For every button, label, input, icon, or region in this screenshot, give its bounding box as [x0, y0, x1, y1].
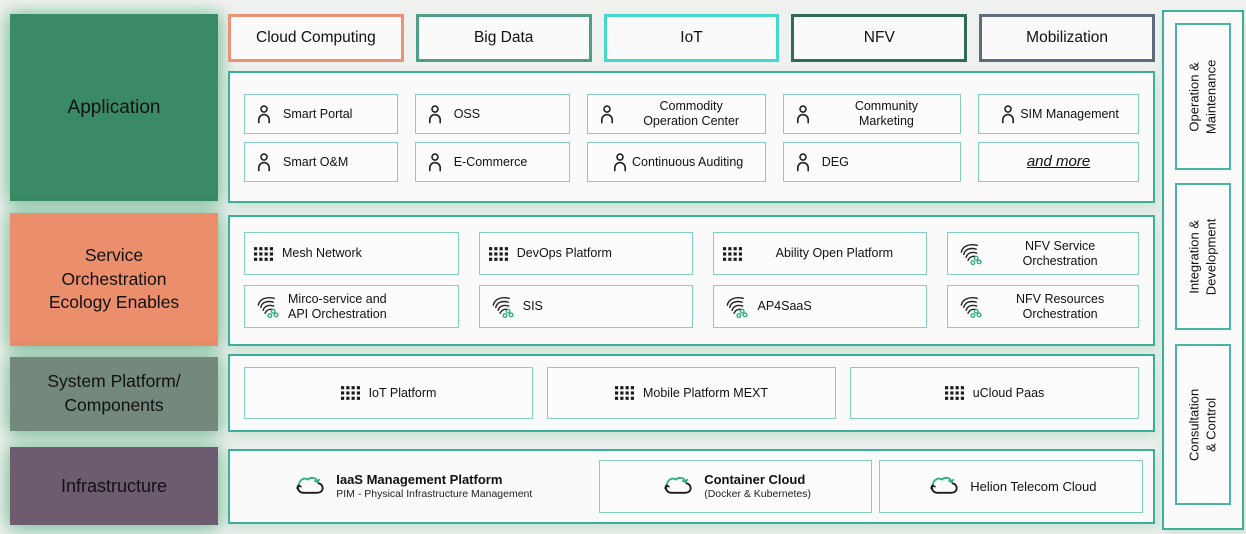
item-text: Container Cloud (Docker & Kubernetes) — [704, 472, 811, 501]
infra-item-helion-telecom-cloud: Helion Telecom Cloud — [878, 460, 1143, 513]
tab-nfv: NFV — [791, 14, 968, 62]
item-label: Smart Portal — [283, 106, 353, 121]
rail-label: Operation & Maintenance — [1186, 59, 1219, 134]
grid-icon — [254, 247, 273, 261]
app-item-deg: DEG — [782, 142, 962, 182]
svc-item-nfv-service-orchestration: NFV Service Orchestration — [947, 232, 1139, 275]
app-item-commodity-operation-center: Commodity Operation Center — [587, 94, 766, 134]
person-icon — [998, 104, 1018, 124]
svc-item-ability-open-platform: Ability Open Platform — [713, 232, 928, 275]
tab-iot: IoT — [603, 14, 780, 62]
item-title: Container Cloud — [704, 472, 806, 488]
app-item-sim-management: SIM Management — [978, 94, 1139, 134]
sys-item-iot-platform: IoT Platform — [244, 367, 533, 419]
item-text: IaaS Management Platform PIM - Physical … — [336, 472, 532, 501]
person-icon — [254, 152, 274, 172]
item-subtitle: (Docker & Kubernetes) — [704, 488, 811, 501]
item-label: E-Commerce — [453, 154, 528, 169]
app-item-e-commerce: E-Commerce — [414, 142, 571, 182]
tab-cloud-computing: Cloud Computing — [228, 14, 404, 62]
item-label: uCloud Paas — [972, 385, 1045, 400]
sys-item-ucloud-paas: uCloud Paas — [850, 367, 1139, 419]
item-label: Commodity Operation Center — [643, 99, 740, 128]
svc-item-nfv-resources-orchestration: NFV Resources Orchestration — [947, 285, 1139, 328]
grid-icon — [341, 386, 360, 400]
item-label: Smart O&M — [283, 154, 349, 169]
rail-item-operation-maintenance: Operation & Maintenance — [1175, 23, 1231, 170]
person-icon — [597, 104, 617, 124]
person-icon — [254, 104, 274, 124]
app-item-smart-portal: Smart Portal — [244, 94, 398, 134]
microservice-swirl-icon — [723, 295, 748, 318]
rail-item-integration-development: Integration & Development — [1175, 183, 1231, 330]
infra-item-container-cloud: Container Cloud (Docker & Kubernetes) — [598, 460, 872, 513]
item-label: DEG — [821, 154, 849, 169]
item-label: IoT Platform — [368, 385, 437, 400]
app-item-oss: OSS — [414, 94, 571, 134]
sys-item-mobile-platform-mext: Mobile Platform MEXT — [547, 367, 836, 419]
item-subtitle: PIM - Physical Infrastructure Management — [336, 488, 533, 501]
cloud-sync-icon — [291, 474, 327, 500]
app-item-smart-om: Smart O&M — [244, 142, 398, 182]
microservice-swirl-icon — [957, 242, 982, 265]
cloud-sync-icon — [659, 474, 695, 500]
rail-label: Integration & Development — [1186, 218, 1219, 295]
item-label: SIM Management — [1020, 106, 1119, 121]
item-label: NFV Service Orchestration — [1022, 238, 1098, 268]
microservice-swirl-icon — [254, 295, 279, 318]
item-title: IaaS Management Platform — [336, 472, 503, 488]
microservice-swirl-icon — [957, 295, 982, 318]
item-label: Mesh Network — [282, 246, 362, 261]
item-label: OSS — [453, 106, 481, 121]
svc-item-microservice-api-orchestration: Mirco-service and API Orchestration — [244, 285, 459, 328]
rail-item-consultation-control: Consultation & Control — [1175, 344, 1231, 505]
grid-icon — [489, 247, 508, 261]
app-item-and-more: and more — [978, 142, 1139, 182]
person-icon — [793, 104, 813, 124]
row-label-infrastructure: Infrastructure — [10, 447, 218, 525]
person-icon — [425, 104, 445, 124]
item-label: SIS — [522, 299, 543, 314]
item-title: Helion Telecom Cloud — [970, 478, 1097, 494]
app-item-community-marketing: Community Marketing — [782, 94, 962, 134]
item-label: Mobile Platform MEXT — [642, 385, 769, 400]
microservice-swirl-icon — [489, 295, 514, 318]
domain-tabs: Cloud Computing Big Data IoT NFV Mobiliz… — [228, 14, 1155, 62]
cloud-sync-icon — [925, 474, 961, 500]
row-label-application: Application — [10, 14, 218, 201]
item-label: and more — [1026, 153, 1091, 171]
item-label: Community Marketing — [854, 99, 919, 128]
svc-item-sis: SIS — [478, 285, 694, 328]
lifecycle-rail: Operation & Maintenance Integration & De… — [1162, 10, 1244, 530]
item-label: Ability Open Platform — [775, 246, 894, 261]
grid-icon — [615, 386, 634, 400]
tab-mobilization: Mobilization — [979, 14, 1155, 62]
person-icon — [793, 152, 813, 172]
application-panel: Smart Portal OSS Commodity Operation Cen… — [228, 71, 1155, 203]
grid-icon — [945, 386, 964, 400]
app-item-continuous-auditing: Continuous Auditing — [587, 142, 766, 182]
item-label: Mirco-service and API Orchestration — [288, 291, 387, 321]
item-label: NFV Resources Orchestration — [1015, 291, 1105, 321]
svc-item-ap4saas: AP4SaaS — [713, 285, 928, 328]
system-platform-panel: IoT Platform Mobile Platform MEXT uCloud… — [228, 354, 1155, 432]
svc-item-mesh-network: Mesh Network — [244, 232, 459, 275]
svc-item-devops-platform: DevOps Platform — [478, 232, 694, 275]
item-label: AP4SaaS — [757, 299, 812, 314]
row-label-service-orchestration: Service Orchestration Ecology Enables — [10, 213, 218, 346]
infrastructure-panel: IaaS Management Platform PIM - Physical … — [228, 449, 1155, 524]
row-label-system-platform: System Platform/ Components — [10, 357, 218, 431]
item-label: DevOps Platform — [516, 246, 612, 261]
service-orchestration-panel: Mesh Network DevOps Platform Ability Ope… — [228, 215, 1155, 346]
tab-big-data: Big Data — [415, 14, 592, 62]
rail-label: Consultation & Control — [1186, 388, 1218, 461]
grid-icon — [723, 247, 742, 261]
infra-item-iaas-management-platform: IaaS Management Platform PIM - Physical … — [232, 460, 592, 513]
person-icon — [425, 152, 445, 172]
person-icon — [610, 152, 630, 172]
item-label: Continuous Auditing — [632, 154, 744, 169]
item-text: Helion Telecom Cloud — [970, 479, 1096, 494]
